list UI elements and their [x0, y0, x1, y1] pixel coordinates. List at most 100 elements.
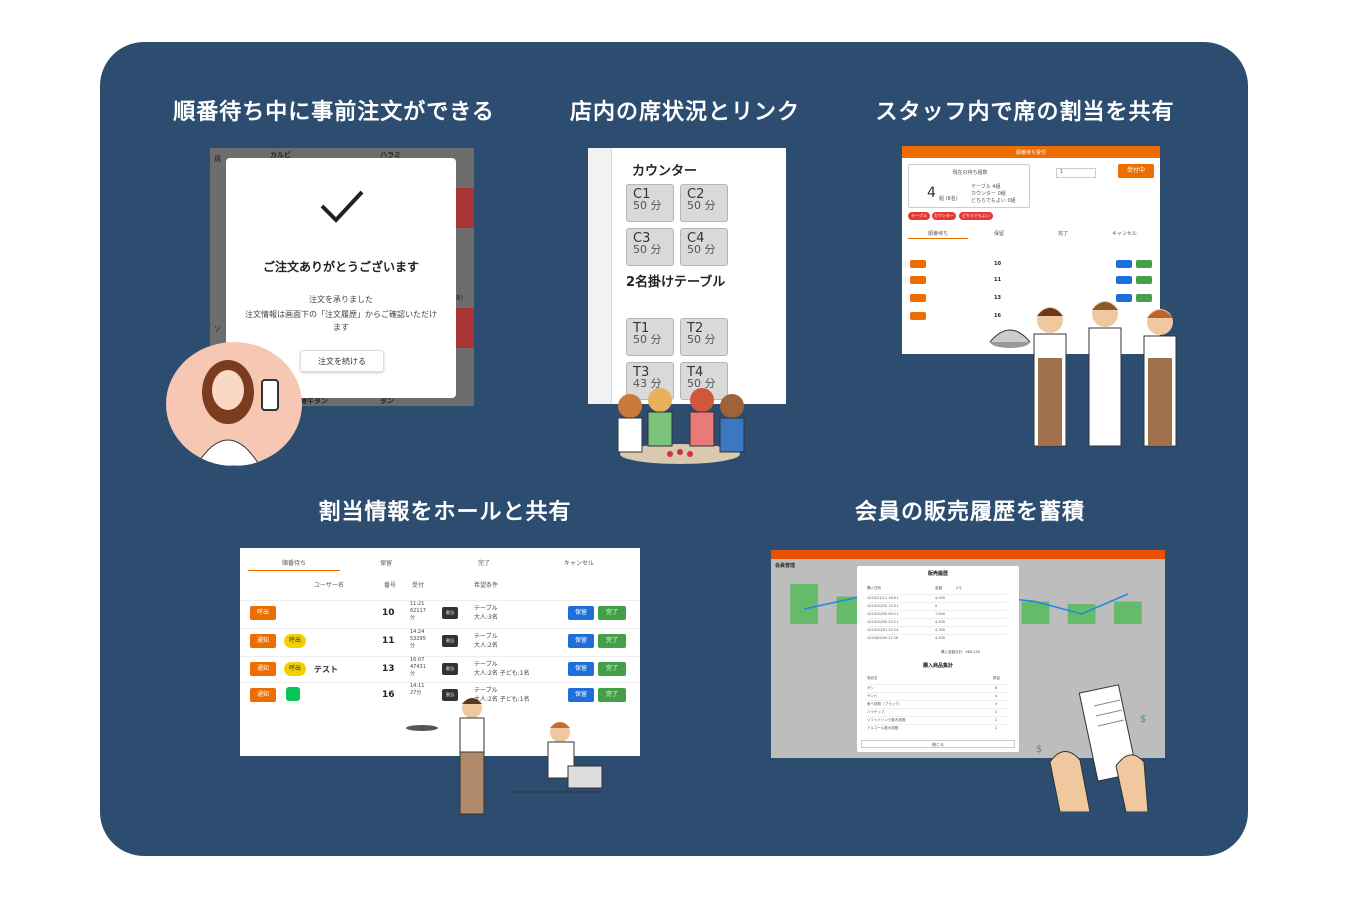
history-modal-title: 販売履歴 — [927, 571, 948, 577]
waiting-count: 4 — [927, 185, 936, 201]
history-col-amount: 金額 — [935, 586, 942, 590]
staff-done[interactable] — [1136, 294, 1152, 302]
history-amount: 4,400 — [935, 636, 946, 640]
hall-row-conditions: テーブル 大人:2名 子ども:1名 — [474, 687, 530, 703]
hall-row-number: 10 — [382, 608, 395, 618]
assign-button[interactable]: 割当 — [442, 663, 458, 675]
hold-button[interactable]: 保留 — [568, 634, 594, 648]
summary-name: ハラチップ — [867, 710, 885, 714]
summary-col-qty: 数量 — [993, 676, 1000, 680]
history-row: 2024/10/09 13:11 4,400 — [867, 618, 1007, 626]
hold-button[interactable]: 保留 — [568, 662, 594, 676]
hall-row-action-button[interactable]: 通知 — [250, 688, 276, 702]
hall-row-action-button[interactable]: 呼出 — [250, 606, 276, 620]
history-date: 2024/10/09 13:11 — [867, 620, 899, 624]
staff-row2-notify[interactable] — [910, 276, 926, 284]
staff-tab-1[interactable]: 順番待ち — [928, 231, 949, 237]
history-date: 2024/09/09 17:18 — [867, 636, 899, 640]
line-icon — [286, 687, 300, 701]
done-button[interactable]: 完了 — [598, 688, 626, 702]
history-row: 2024/10/25 14:31 0 — [867, 602, 1007, 610]
hall-row-number: 13 — [382, 664, 395, 674]
menu-bg-col1: カルビ — [270, 151, 291, 159]
staff-hold[interactable] — [1116, 294, 1132, 302]
sales-header-bar — [771, 550, 1165, 559]
assign-button[interactable]: 割当 — [442, 607, 458, 619]
hall-tab-waiting[interactable]: 順番待ち — [282, 560, 307, 567]
staff-row-num: 11 — [994, 277, 1001, 283]
staff-done[interactable] — [1136, 260, 1152, 268]
heading-preorder: 順番待ち中に事前注文ができる — [173, 100, 495, 125]
summary-row: 食べ放題（ブラック） 3 — [867, 700, 1007, 708]
summary-qty: 3 — [995, 702, 998, 706]
chip-table[interactable]: テーブル — [908, 212, 930, 220]
waitress-illustration — [406, 698, 603, 815]
hall-tab-underline — [248, 570, 340, 571]
summary-title: 購入商品集計 — [922, 663, 953, 669]
hall-row-conditions: テーブル 大人:3名 — [474, 605, 498, 621]
staff-row1-call[interactable] — [910, 260, 926, 268]
assign-button[interactable]: 割当 — [442, 635, 458, 647]
chip-counter[interactable]: カウンター — [932, 212, 956, 220]
hall-queue-screen: 順番待ち 保留 完了 キャンセル ユーザー名 番号 受付 希望条件 呼出 10 … — [240, 548, 640, 756]
staff-row3-notify[interactable] — [910, 294, 926, 302]
history-row: 2024/11/11 16:51 4,950 — [867, 594, 1007, 602]
staff-row4-notify[interactable] — [910, 312, 926, 320]
staff-queue-screen: 順番待ち受付 現在の待ち組数 4 組 (8名) テーブル 4組 カウンター 0組… — [902, 146, 1160, 354]
col-username: ユーザー名 — [314, 582, 344, 589]
hall-tab-done[interactable]: 完了 — [478, 560, 491, 567]
hold-button[interactable]: 保留 — [568, 606, 594, 620]
svg-text:$: $ — [1140, 714, 1146, 725]
heading-hall-share: 割当情報をホールと共有 — [318, 500, 572, 525]
close-button[interactable]: 閉じる — [861, 740, 1015, 748]
staff-tab-3[interactable]: 完了 — [1058, 231, 1069, 237]
staff-done[interactable] — [1136, 276, 1152, 284]
waiting-title: 現在の待ち組数 — [952, 170, 988, 176]
done-button[interactable]: 完了 — [598, 662, 626, 676]
menu-bg-mid2: 8) — [456, 294, 464, 302]
done-button[interactable]: 完了 — [598, 634, 626, 648]
modal-line2: 注文情報は画面下の「注文履歴」からご確認いただけます — [245, 310, 437, 332]
menu-photo — [456, 308, 474, 348]
done-button[interactable]: 完了 — [598, 606, 626, 620]
accept-button[interactable]: 受付中 — [1118, 164, 1154, 178]
hall-row-action-button[interactable]: 通知 — [250, 634, 276, 648]
staff-tab-2[interactable]: 保留 — [994, 231, 1005, 237]
hall-row-number: 16 — [382, 690, 395, 700]
hall-tab-hold[interactable]: 保留 — [380, 560, 393, 567]
hall-row: 呼出 10 11:21 62117 分 割当 テーブル 大人:3名 保留 完了 — [240, 600, 640, 626]
assign-button[interactable]: 割当 — [442, 689, 458, 701]
summary-row: ソフトドリンク飲み放題 2 — [867, 716, 1007, 724]
hall-row-action-button[interactable]: 通知 — [250, 662, 276, 676]
menu-bg-left: 焼 — [214, 155, 221, 163]
history-col-date: 購入日時 — [867, 586, 881, 590]
woman-icon — [195, 360, 279, 466]
staff-row-num: 16 — [994, 313, 1001, 319]
waiting-breakdown-2: カウンター 0組 — [971, 191, 1006, 197]
chip-any[interactable]: どちらでもよい — [959, 212, 993, 220]
hall-row-time: 14:24 53295 分 — [410, 629, 426, 649]
staff-hold[interactable] — [1116, 260, 1132, 268]
continue-order-button[interactable]: 注文を続ける — [300, 350, 384, 372]
sales-bar — [1021, 601, 1050, 624]
hall-row-time: 11:21 62117 分 — [410, 601, 426, 621]
stepper-value[interactable]: 1 — [1056, 168, 1096, 178]
staff-header-title: 順番待ち受付 — [1015, 150, 1046, 156]
history-row: 2024/09/09 17:18 4,400 — [867, 634, 1007, 642]
summary-row: ガシ 6 — [867, 684, 1007, 692]
staff-hold[interactable] — [1116, 276, 1132, 284]
staff-tab-4[interactable]: キャンセル — [1112, 231, 1138, 237]
history-col-memo: メモ — [955, 586, 962, 590]
hall-tab-cancel[interactable]: キャンセル — [564, 560, 595, 567]
summary-row: アルコール飲み放題 2 — [867, 724, 1007, 732]
hold-button[interactable]: 保留 — [568, 688, 594, 702]
staff-row-num: 13 — [994, 295, 1001, 301]
